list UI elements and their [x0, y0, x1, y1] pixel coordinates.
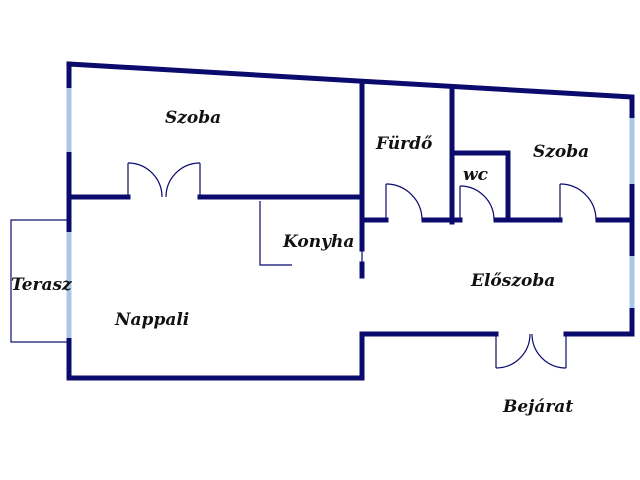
door-entrance-double — [495, 333, 567, 369]
room-label-terasz: Terasz — [11, 275, 72, 295]
room-label-szoba-right: Szoba — [533, 142, 589, 162]
door-wc — [459, 185, 495, 221]
door-szoba-right — [559, 183, 597, 221]
room-label-furdo: Fürdő — [375, 134, 433, 154]
room-label-nappali: Nappali — [114, 310, 189, 330]
room-label-eloszoba: Előszoba — [470, 271, 555, 291]
room-label-bejarat: Bejárat — [502, 397, 573, 417]
door-furdo — [385, 183, 423, 221]
room-label-wc: wc — [463, 165, 489, 185]
door-szoba-double — [127, 162, 201, 198]
kitchen-partition — [259, 201, 292, 266]
room-label-konyha: Konyha — [282, 232, 354, 252]
room-label-szoba-left: Szoba — [165, 108, 221, 128]
